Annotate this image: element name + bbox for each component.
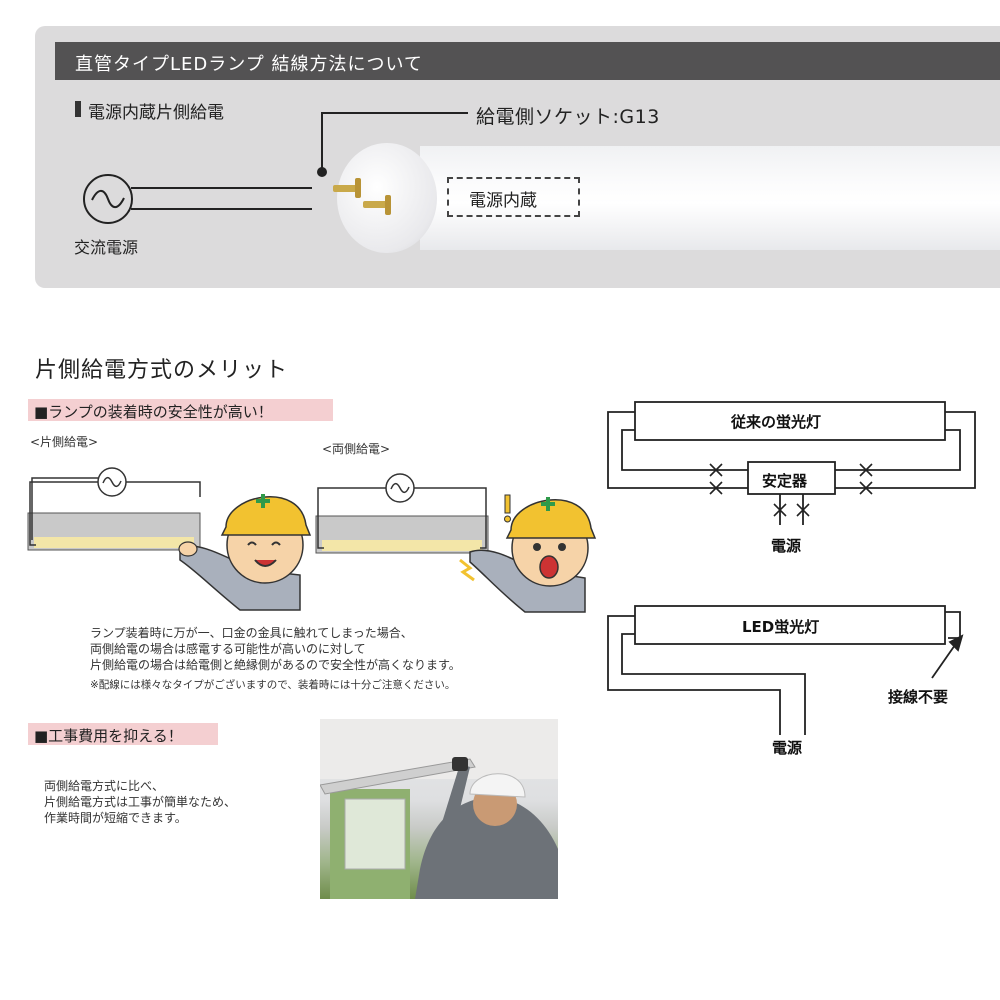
safety-paragraph: ランプ装着時に万が一、口金の金具に触れてしまった場合、 両側給電の場合は感電する… (90, 625, 461, 673)
cost-line: 両側給電方式に比べ、 (44, 779, 165, 793)
socket-label: 給電側ソケット:G13 (476, 106, 660, 128)
pointer-dot (317, 167, 327, 177)
merit-title: 片側給電方式のメリット (35, 358, 289, 383)
single-side-illustration (27, 467, 201, 551)
cost-heading-highlight (28, 723, 218, 745)
double-side-label: <両側給電> (322, 442, 391, 456)
safety-line: 片側給電の場合は給電側と絶縁側があるので安全性が高くなります。 (90, 658, 461, 672)
cost-heading: ■工事費用を抑える！ (34, 727, 183, 745)
led-tube-label: LED蛍光灯 (742, 618, 820, 636)
conventional-tube-label: 従来の蛍光灯 (731, 413, 822, 431)
safety-heading: ■ランプの装着時の安全性が高い！ (34, 403, 273, 421)
ac-power-label: 交流電源 (74, 238, 139, 257)
wiring-subtitle: 電源内蔵片側給電 (88, 103, 224, 123)
led-power-label: 電源 (772, 739, 803, 757)
cost-paragraph: 両側給電方式に比べ、 片側給電方式は工事が簡単なため、 作業時間が短縮できます。 (44, 778, 236, 826)
worker-smiling-illustration (178, 494, 312, 611)
header-bar (55, 42, 1000, 80)
led-tube-body (420, 146, 1000, 250)
single-side-label: <片側給電> (30, 435, 99, 449)
builtin-power-label: 電源内蔵 (469, 191, 537, 211)
cost-line: 作業時間が短縮できます。 (44, 811, 187, 825)
worker-shocked-illustration (459, 494, 597, 613)
conventional-diagram (607, 401, 976, 525)
g13-pins (333, 178, 391, 215)
led-diagram (607, 605, 964, 735)
safety-heading-highlight (28, 399, 333, 421)
installation-photo (320, 719, 558, 899)
conventional-power-label: 電源 (771, 537, 802, 555)
no-wiring-label: 接線不要 (888, 688, 949, 706)
safety-line: ランプ装着時に万が一、口金の金具に触れてしまった場合、 (90, 626, 413, 640)
ballast-label: 安定器 (762, 472, 808, 490)
safety-line: 両側給電の場合は感電する可能性が高いのに対して (90, 642, 366, 656)
ac-source-icon (83, 174, 133, 224)
builtin-power-box (447, 177, 580, 217)
safety-note: ※配線には様々なタイプがございますので、装着時には十分ご注意ください。 (90, 679, 456, 691)
double-side-illustration (315, 473, 489, 554)
page-title: 直管タイプLEDランプ 結線方法について (75, 54, 423, 75)
cost-line: 片側給電方式は工事が簡単なため、 (44, 795, 237, 809)
subtitle-bullet (75, 101, 81, 117)
